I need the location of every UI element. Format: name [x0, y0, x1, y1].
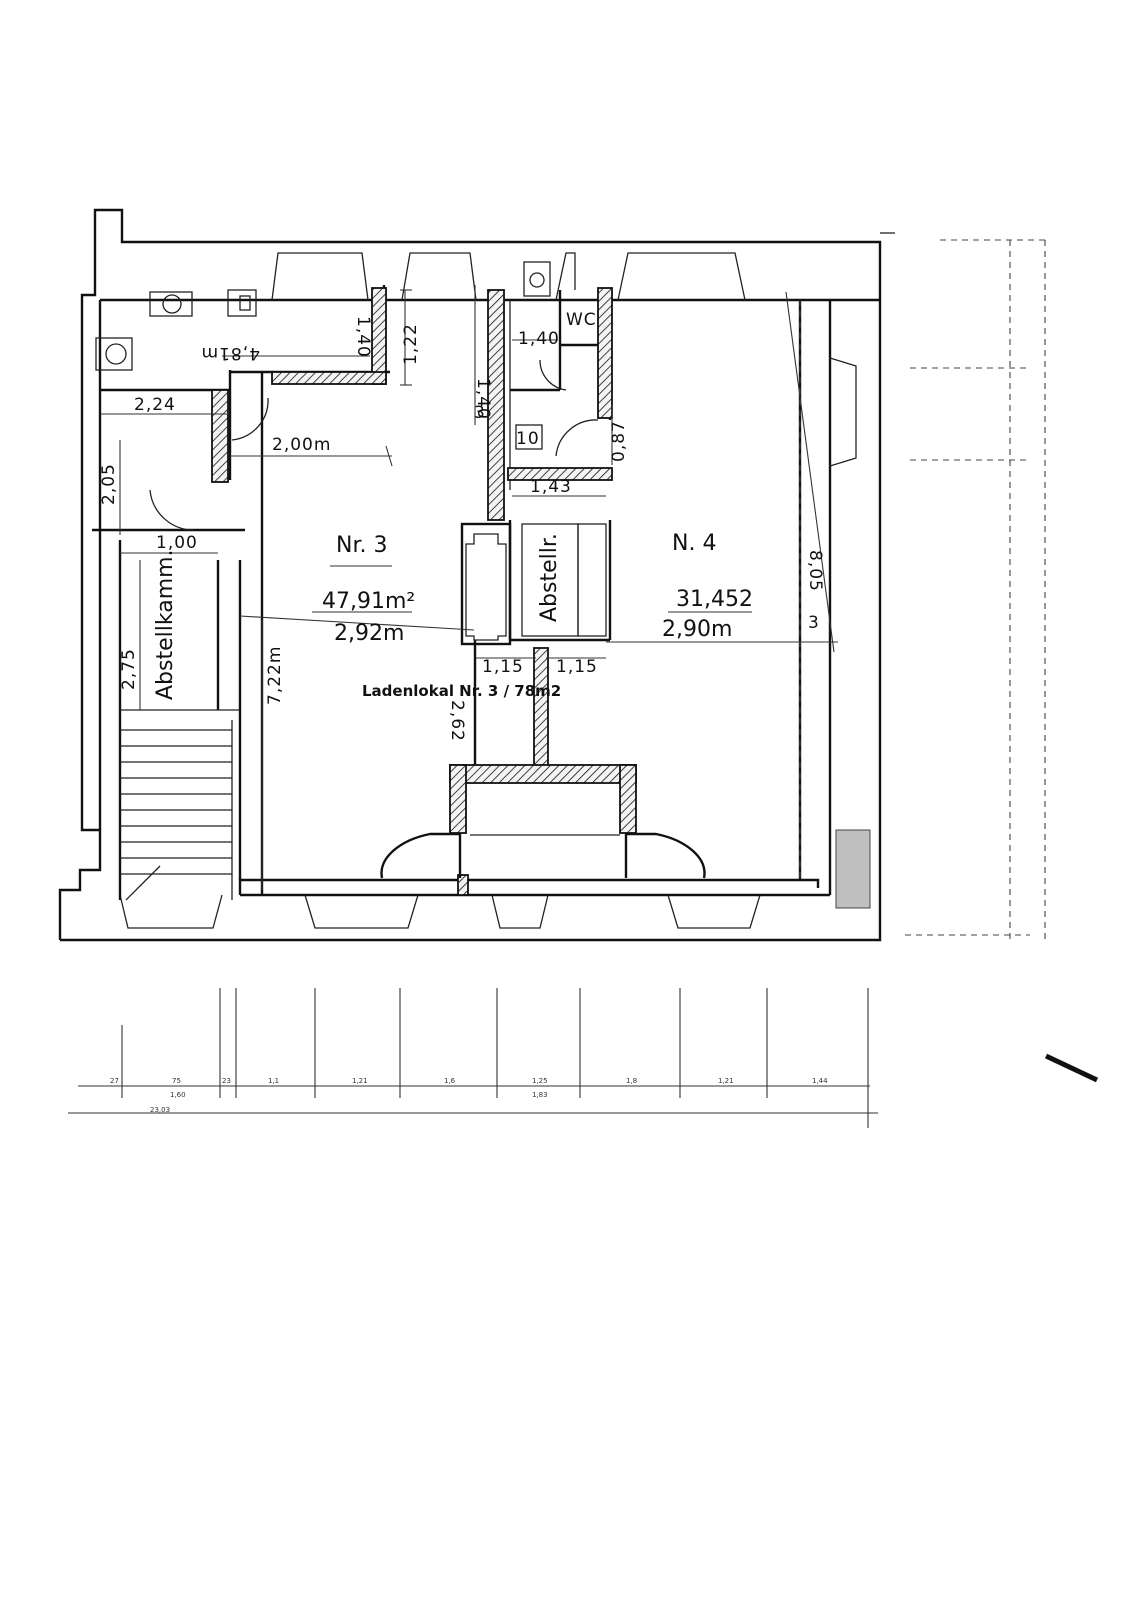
dimension-lines — [100, 285, 838, 890]
dim-1-43: 1,43 — [530, 477, 572, 497]
dim-2-62: 2,62 — [447, 700, 467, 742]
dim-8-05: 8,05 — [805, 550, 825, 592]
scale-label-0: 27 — [110, 1077, 119, 1085]
bottom-scale-labels: 27 75 23 1,1 1,21 1,6 1,25 1,8 1,21 1,44… — [110, 1077, 828, 1114]
room-nr4-name: N. 4 — [672, 531, 716, 556]
dim-1-40-wc: 1,40 — [518, 329, 560, 349]
sanitary-fixtures — [95, 261, 551, 450]
hatched-walls — [211, 287, 637, 896]
scale-label-7: 1,8 — [626, 1077, 637, 1085]
dim-3-40: 3 — [474, 403, 486, 423]
dim-1-15b: 1,15 — [556, 657, 598, 677]
chimney-shaft — [460, 522, 512, 646]
right-window-niche — [829, 357, 857, 467]
scale-label-1: 75 — [172, 1077, 181, 1085]
dim-0-87: 0,87 — [609, 420, 629, 462]
dim-2-00: 2,00m — [272, 435, 331, 455]
room-abstellkammer: Abstellkamm. — [153, 549, 178, 700]
room-abstellr: Abstellr. — [537, 533, 562, 622]
scale-label-9: 1,44 — [812, 1077, 828, 1085]
plan-title-label: Ladenlokal Nr. 3 / 78m2 — [362, 682, 561, 700]
bottom-window-niches — [119, 894, 761, 929]
scale-label-3: 1,1 — [268, 1077, 279, 1085]
dim-1-00: 1,00 — [156, 533, 198, 553]
oven-bay — [380, 832, 706, 879]
scale-total: 23,03 — [150, 1106, 170, 1114]
dim-1-40b: 1,40 — [473, 378, 493, 420]
room-nr3-area: 47,91m² — [322, 589, 415, 614]
room-nr4-area: 31,452 — [676, 587, 753, 612]
dimension-labels: 2,24 2,00m 4,81m 1,40 1,22 1,40 3 1,40 0… — [99, 316, 825, 742]
dim-4-81: 4,81m — [201, 343, 260, 363]
scale-label-6: 1,25 — [532, 1077, 548, 1085]
room-nr4-height: 2,90m — [662, 617, 732, 642]
dim-2-24: 2,24 — [134, 395, 176, 415]
room-nr3-name: Nr. 3 — [336, 533, 387, 558]
dim-2-75: 2,75 — [119, 648, 139, 690]
outer-walls — [58, 208, 895, 942]
room-labels: Nr. 3 47,91m² 2,92m N. 4 31,452 2,90m Ab… — [153, 310, 753, 700]
right-dimension-chain — [905, 239, 1046, 940]
room-wc: WC — [566, 310, 597, 330]
room-nr3-height: 2,92m — [334, 621, 404, 646]
boiler-number: 10 — [516, 429, 540, 449]
dim-1-15a: 1,15 — [482, 657, 524, 677]
scale-label-5: 1,6 — [444, 1077, 456, 1085]
dim-7-22: 7,22m — [265, 646, 285, 705]
top-window-niches — [271, 252, 746, 301]
shaded-column — [835, 829, 871, 909]
scan-mark — [1044, 1053, 1099, 1083]
scale-label-8: 1,21 — [718, 1077, 734, 1085]
storage-side — [577, 523, 607, 637]
door-swings — [149, 359, 599, 531]
scale-sub-0: 1,60 — [170, 1091, 186, 1099]
bottom-scale-lines — [68, 988, 878, 1128]
dim-2-05: 2,05 — [99, 463, 119, 505]
scale-sub-1: 1,83 — [532, 1091, 548, 1099]
dim-1-22: 1,22 — [401, 323, 421, 365]
staircase — [120, 720, 233, 901]
dim-3: 3 — [808, 613, 820, 633]
scale-label-2: 23 — [222, 1077, 231, 1085]
scale-label-4: 1,21 — [352, 1077, 368, 1085]
dim-1-40a: 1,40 — [353, 316, 373, 358]
